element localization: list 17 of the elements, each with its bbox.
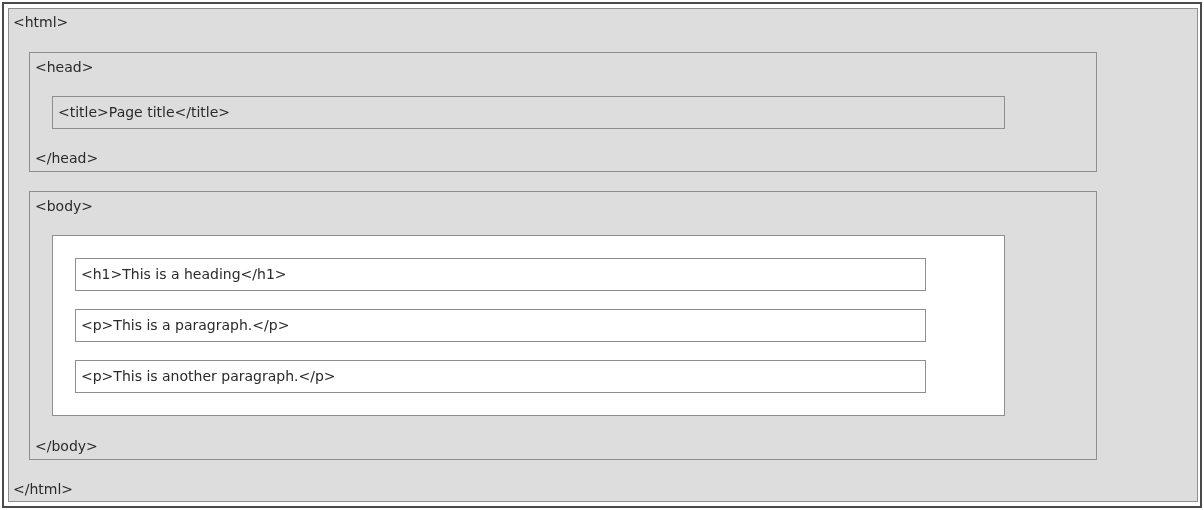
element-code: <h1>This is a heading</h1> bbox=[81, 266, 287, 283]
element-code: <p>This is another paragraph.</p> bbox=[81, 368, 336, 385]
opening-tag: <html> bbox=[13, 14, 69, 31]
content-box bbox=[52, 235, 1005, 416]
element-box bbox=[29, 52, 1097, 172]
closing-tag: </html> bbox=[13, 481, 74, 498]
closing-tag: </body> bbox=[35, 438, 98, 455]
closing-tag: </head> bbox=[35, 150, 99, 167]
element-code: <title>Page title</title> bbox=[58, 104, 231, 121]
element-box bbox=[29, 191, 1097, 460]
opening-tag: <body> bbox=[35, 198, 94, 215]
element-box bbox=[52, 96, 1005, 129]
element-code: <p>This is a paragraph.</p> bbox=[81, 317, 290, 334]
opening-tag: <head> bbox=[35, 59, 94, 76]
element-box bbox=[75, 309, 926, 342]
element-box bbox=[75, 258, 926, 291]
element-box bbox=[75, 360, 926, 393]
